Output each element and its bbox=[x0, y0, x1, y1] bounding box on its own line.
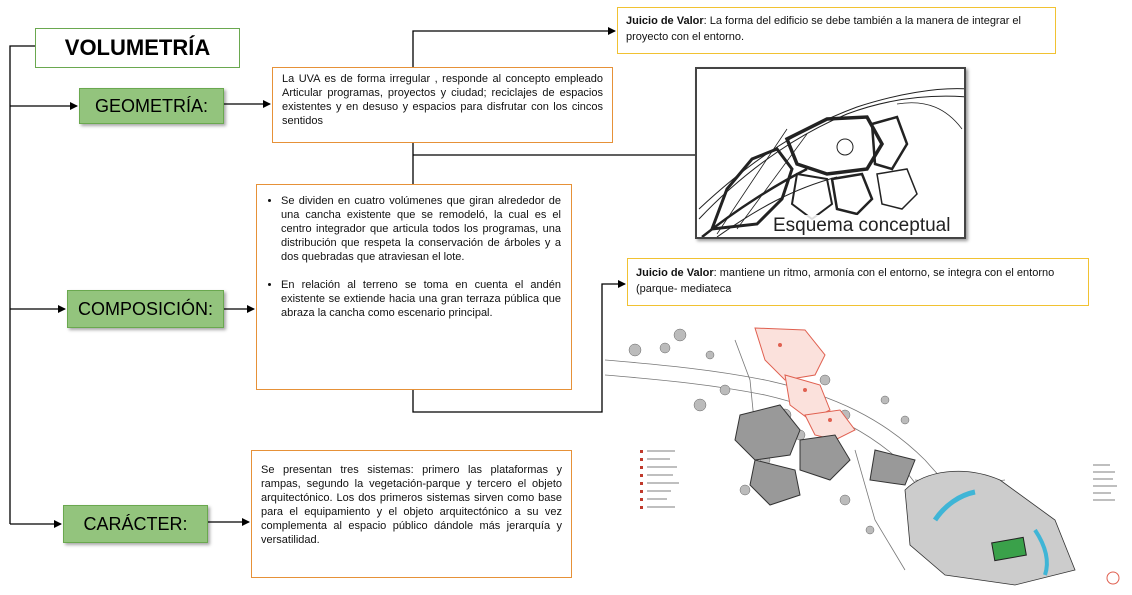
judgment-label: Juicio de Valor bbox=[636, 267, 714, 279]
character-description: Se presentan tres sistemas: primero las … bbox=[251, 450, 572, 578]
arrow-to-judgment-2 bbox=[412, 280, 626, 413]
arrow-to-judgment-1 bbox=[412, 27, 616, 67]
site-plan-image bbox=[604, 320, 1130, 590]
judgment-text: : La forma del edificio se debe también … bbox=[626, 15, 1021, 43]
judgment-label: Juicio de Valor bbox=[626, 15, 704, 27]
spine-line bbox=[9, 45, 35, 524]
composition-bullet-list: Se dividen en cuatro volúmenes que giran… bbox=[267, 194, 561, 320]
conceptual-sketch-image: Esquema conceptual bbox=[695, 67, 966, 239]
composition-bullet: En relación al terreno se toma en cuenta… bbox=[281, 278, 561, 320]
sketch-caption: Esquema conceptual bbox=[773, 215, 951, 237]
composition-description: Se dividen en cuatro volúmenes que giran… bbox=[256, 184, 572, 390]
category-geometry: GEOMETRÍA: bbox=[79, 88, 224, 124]
judgment-text: : mantiene un ritmo, armonía con el ento… bbox=[636, 267, 1055, 295]
category-character: CARÁCTER: bbox=[63, 505, 208, 543]
sketch-drawing bbox=[698, 88, 964, 237]
judgment-box-2: Juicio de Valor: mantiene un ritmo, armo… bbox=[627, 258, 1089, 306]
page-title: VOLUMETRÍA bbox=[35, 28, 240, 68]
geometry-description: La UVA es de forma irregular , responde … bbox=[272, 67, 613, 143]
category-composition: COMPOSICIÓN: bbox=[67, 290, 224, 328]
judgment-box-1: Juicio de Valor: La forma del edificio s… bbox=[617, 7, 1056, 54]
site-plan-drawing bbox=[604, 327, 1120, 586]
composition-bullet: Se dividen en cuatro volúmenes que giran… bbox=[281, 194, 561, 264]
